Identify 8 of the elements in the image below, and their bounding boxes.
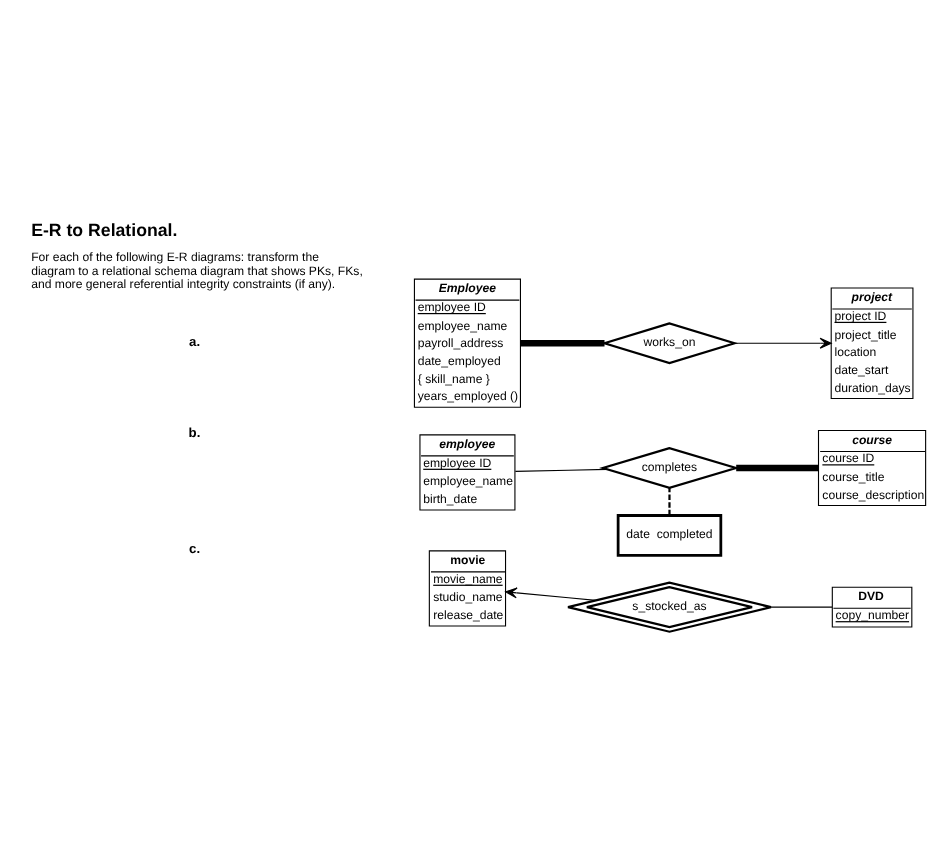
connector: [520, 338, 605, 346]
connector: [736, 463, 819, 471]
diagram-title: E-R to Relational.: [31, 218, 178, 239]
connector: [770, 605, 833, 607]
connector: [668, 487, 671, 515]
arrow: [734, 336, 832, 348]
connector: [514, 467, 608, 471]
arrow: [505, 586, 597, 600]
